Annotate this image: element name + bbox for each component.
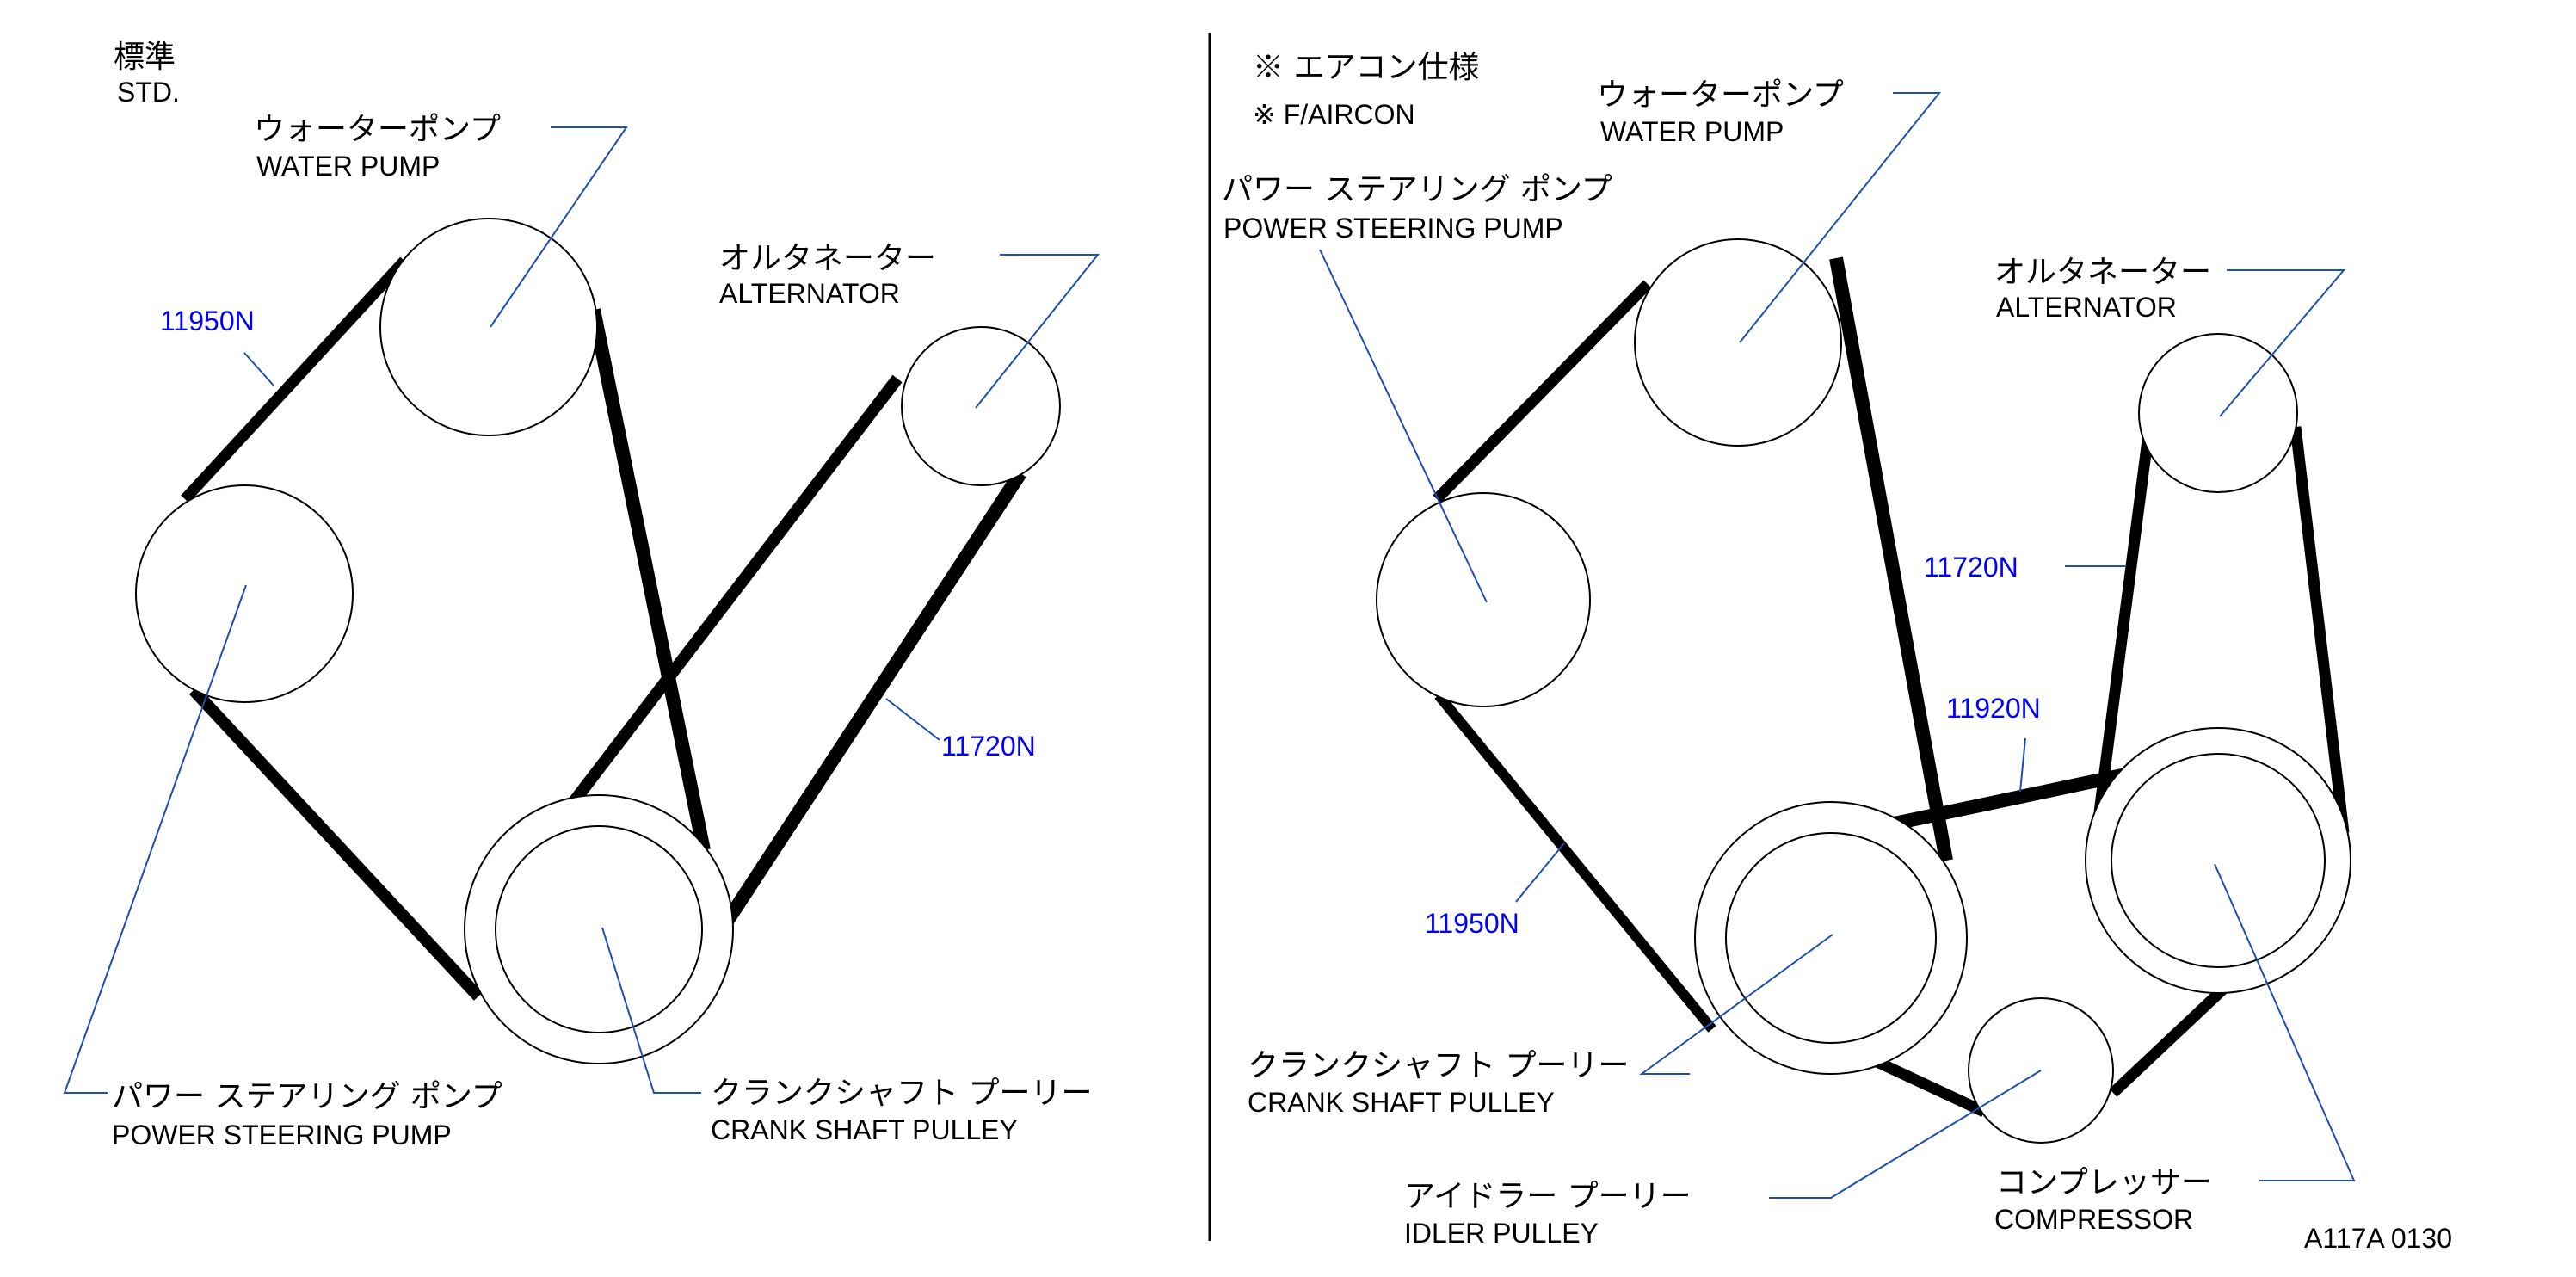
ac-leader-water-pump (1739, 92, 1942, 343)
ac-leader-compressor (2214, 863, 2356, 1181)
ac-belt-wp-crank (1829, 256, 1953, 862)
std-leader-alternator (975, 254, 1100, 409)
ac-water-pump-label-jp: ウォーターポンプ (1597, 77, 1844, 113)
std-title-en: STD. (117, 77, 180, 108)
std-belt-wp-crank (587, 308, 711, 852)
std-title-jp: 標準 (114, 40, 176, 75)
std-belt-alt-crank-left (533, 374, 903, 852)
ac-belt-wp-ps (1433, 280, 1652, 503)
ac-part-11720n: 11720N (1924, 552, 2018, 583)
ac-crank-pulley-inner (1725, 832, 1937, 1044)
ac-compressor-pulley-inner (2111, 753, 2326, 968)
std-belts (181, 256, 1026, 1001)
ac-alternator-pulley (2138, 333, 2298, 493)
ac-ps-pump-label-en: POWER STEERING PUMP (1223, 213, 1563, 244)
std-water-pump-label-en: WATER PUMP (256, 151, 440, 182)
std-water-pump-label-jp: ウォーターポンプ (254, 112, 501, 147)
ac-crank-label-jp: クランクシャフト プーリー (1248, 1048, 1629, 1083)
ac-belt-alt-comp-right (2289, 426, 2350, 834)
std-ps-pump-label-en: POWER STEERING PUMP (112, 1120, 452, 1151)
std-part-11950n: 11950N (160, 305, 255, 336)
ac-alternator-label-jp: オルタネーター (1994, 255, 2211, 290)
ac-alternator-label-en: ALTERNATOR (1996, 292, 2177, 323)
ac-leader-11950n (1515, 842, 1565, 903)
ac-water-pump-label-en: WATER PUMP (1600, 116, 1784, 147)
ac-leader-idler (1769, 1070, 2042, 1199)
aircon-title-en: ※ F/AIRCON (1253, 99, 1415, 130)
figure-id: A117A 0130 (2304, 1223, 2452, 1254)
ac-ps-pump-label-jp: パワー ステアリング ポンプ (1222, 172, 1612, 207)
std-ps-pump-pulley (135, 484, 354, 703)
ac-ps-pump-pulley (1376, 492, 1591, 707)
std-leader-11720n (885, 698, 940, 741)
std-belt-alt-crank-right (698, 469, 1026, 961)
ac-crank-label-en: CRANK SHAFT PULLEY (1248, 1087, 1555, 1118)
std-leader-crank (601, 927, 701, 1094)
ac-leader-crank (1638, 934, 1833, 1075)
std-alternator-label-jp: オルタネーター (719, 241, 936, 276)
std-water-pump-pulley (379, 218, 598, 436)
ac-idler-label-en: IDLER PULLEY (1404, 1218, 1599, 1249)
ac-compressor-label-jp: コンプレッサー (1996, 1165, 2212, 1200)
aircon-title-jp: ※ エアコン仕様 (1253, 50, 1479, 85)
ac-compressor-label-en: COMPRESSOR (1994, 1204, 2193, 1235)
ac-leader-alternator (2219, 269, 2346, 417)
ac-belt-ps-crank (1434, 692, 1716, 1033)
ac-water-pump-pulley (1634, 238, 1842, 447)
ac-part-11920n: 11920N (1946, 693, 2041, 724)
std-part-11720n: 11720N (941, 731, 1036, 762)
std-ps-pump-label-jp: パワー ステアリング ポンプ (112, 1079, 502, 1114)
std-crank-label-jp: クランクシャフト プーリー (711, 1076, 1092, 1111)
std-alternator-pulley (901, 326, 1061, 486)
std-crank-label-en: CRANK SHAFT PULLEY (711, 1114, 1018, 1145)
ac-part-11950n: 11950N (1425, 908, 1519, 939)
std-crank-pulley-inner (495, 825, 703, 1033)
aircon-panel: ※ エアコン仕様 ※ F/AIRCON (1222, 50, 2356, 1249)
std-leader-water-pump (490, 126, 628, 328)
std-alternator-label-en: ALTERNATOR (719, 278, 900, 309)
ac-belt-alt-comp-left (2093, 426, 2155, 813)
aircon-belts (1433, 256, 2350, 1117)
std-panel: 標準 STD. ウォーターポンプ WATER PUMP オルタネーター ALTE… (63, 40, 1100, 1151)
std-leader-ps-pump (63, 584, 247, 1094)
ac-leader-ps-pump (1319, 249, 1488, 603)
std-leader-11950n (243, 352, 274, 386)
std-belt-wp-ps (181, 256, 409, 503)
ac-idler-label-jp: アイドラー プーリー (1404, 1179, 1692, 1214)
ac-leader-11920n (2019, 737, 2026, 793)
std-belt-ps-crank (188, 686, 484, 1001)
